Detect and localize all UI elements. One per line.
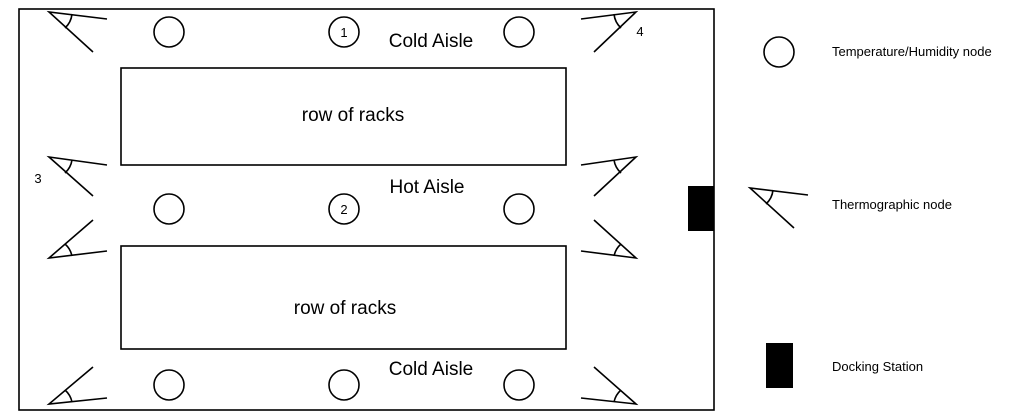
node-number-2: 2: [340, 202, 347, 217]
legend: Temperature/Humidity node Thermographic …: [747, 36, 992, 388]
rack-row-top: row of racks: [120, 67, 567, 166]
hot-aisle-label: Hot Aisle: [390, 177, 465, 198]
legend-temp-humidity-label: Temperature/Humidity node: [832, 44, 992, 59]
temp-humidity-node: [503, 369, 535, 401]
cold-aisle-top-label: Cold Aisle: [389, 31, 474, 52]
temp-humidity-node: [503, 16, 535, 48]
thermographic-node: [46, 155, 108, 197]
rack-row-top-label: row of racks: [302, 105, 404, 126]
temp-humidity-node: [153, 16, 185, 48]
rack-row-bottom-label: row of racks: [294, 298, 396, 319]
node-number-1: 1: [340, 25, 347, 40]
cold-aisle-bottom-label: Cold Aisle: [389, 359, 474, 380]
thermographic-node: [580, 155, 639, 197]
legend-thermographic-icon: [747, 186, 809, 229]
thermographic-node: [580, 10, 639, 53]
legend-thermographic-label: Thermographic node: [832, 197, 952, 212]
rack-row-bottom: row of racks: [120, 245, 567, 350]
legend-docking-icon: [766, 343, 793, 388]
room-outline: [18, 8, 715, 411]
temp-humidity-node: [153, 369, 185, 401]
thermographic-node: [580, 219, 639, 260]
docking-station: [688, 186, 714, 231]
thermographic-node: [46, 219, 108, 260]
node-number-3: 3: [34, 171, 41, 186]
temp-humidity-node: [503, 193, 535, 225]
temp-humidity-node: [328, 369, 360, 401]
legend-temp-humidity-icon: [763, 36, 795, 68]
legend-docking-label: Docking Station: [832, 359, 923, 374]
temp-humidity-node: [153, 193, 185, 225]
temp-humidity-node: [328, 16, 360, 48]
temp-humidity-node: [328, 193, 360, 225]
thermographic-node: [46, 366, 108, 406]
thermographic-node: [46, 10, 108, 53]
thermographic-node: [580, 366, 639, 406]
node-number-4: 4: [636, 24, 643, 39]
